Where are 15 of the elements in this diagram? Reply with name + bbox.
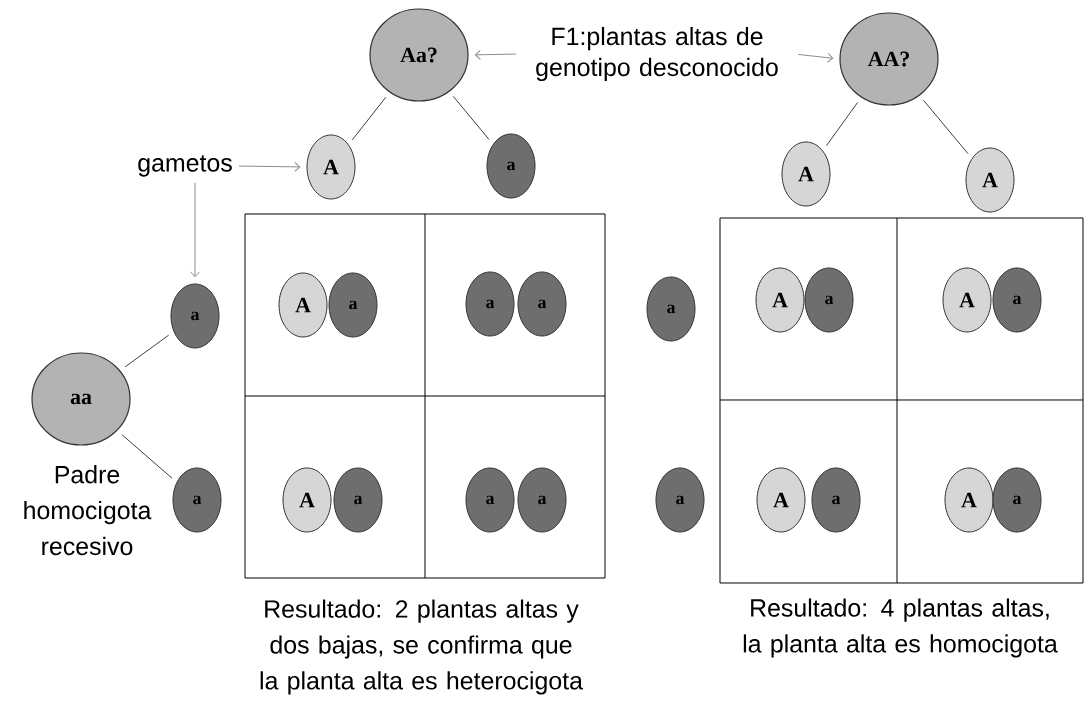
connector-line bbox=[351, 96, 387, 141]
connector-line bbox=[121, 434, 173, 479]
connector-line bbox=[825, 101, 859, 147]
arrow bbox=[238, 161, 301, 172]
result-text: Resultado: 2 plantas altas y dos bajas, se confirma que la planta alta es heterocigota bbox=[260, 599, 583, 695]
result-text: Resultado: 4 plantas altas, la planta alta es homocigota bbox=[743, 598, 1058, 658]
annotation-text: gametos bbox=[138, 155, 232, 177]
arrow bbox=[797, 52, 834, 63]
caption-text: Padre homocigota recesivo bbox=[24, 465, 152, 556]
connector-line bbox=[922, 99, 969, 155]
connector-line bbox=[452, 95, 490, 140]
arrow bbox=[474, 49, 517, 60]
connector-line bbox=[124, 334, 170, 368]
arrow bbox=[190, 182, 200, 278]
annotation-text: F1:plantas altas de genotipo desconocido bbox=[536, 26, 778, 82]
